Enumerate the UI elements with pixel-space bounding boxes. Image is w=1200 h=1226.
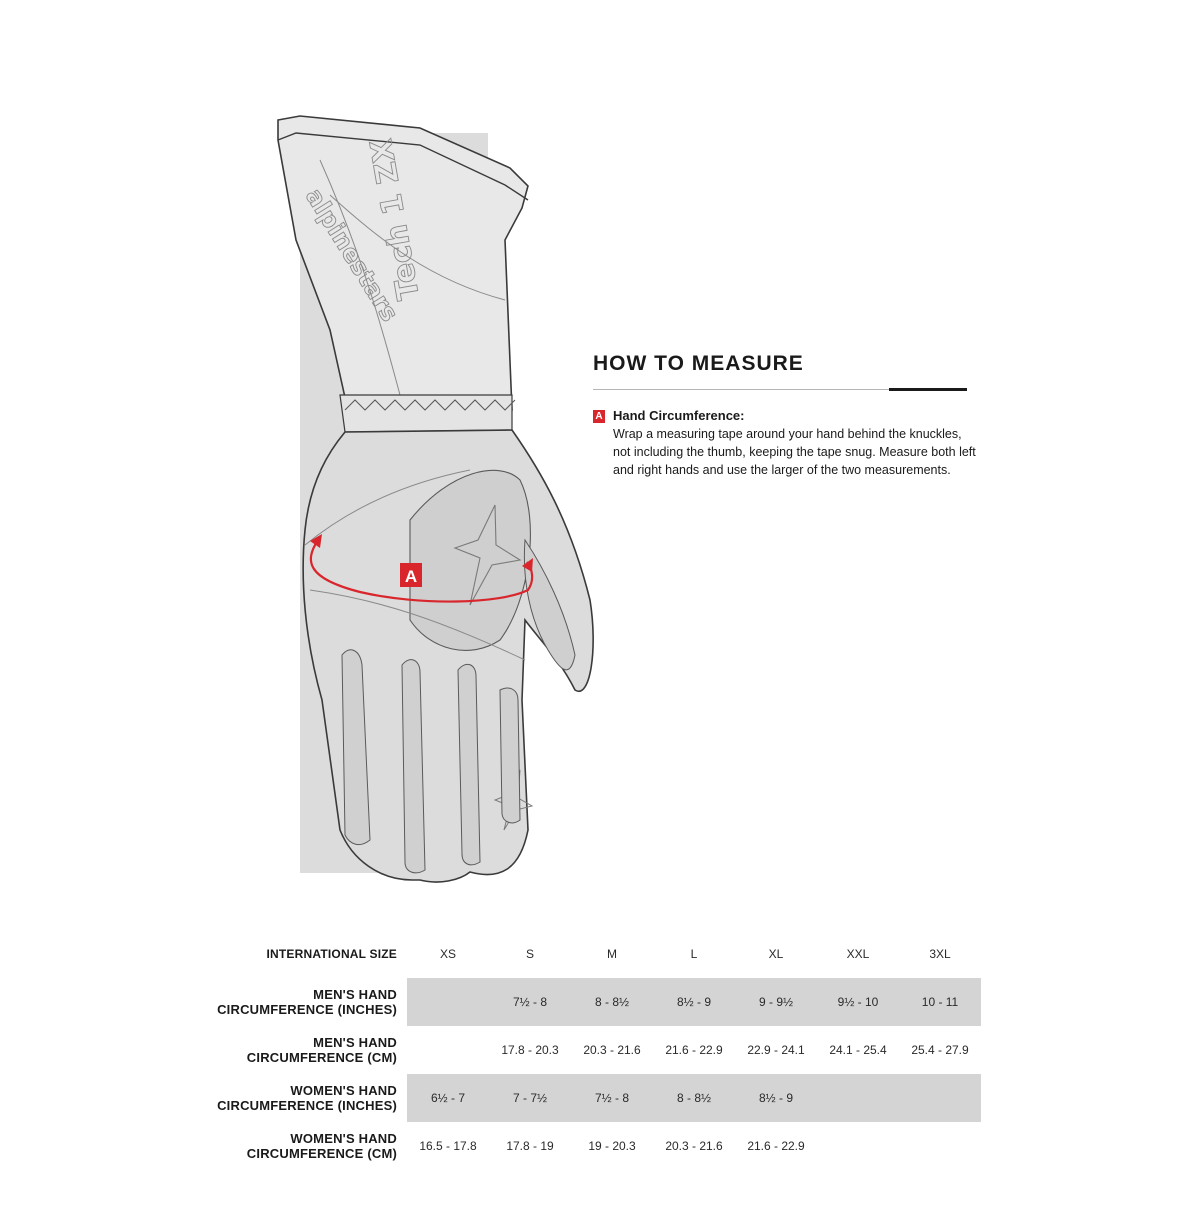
finger-3 — [457, 663, 481, 866]
measure-item-title: Hand Circumference: — [613, 408, 745, 423]
measure-tape-arrow-left — [310, 534, 322, 548]
table-cell: 19 - 20.3 — [588, 1139, 636, 1153]
table-cell — [899, 1074, 981, 1122]
table-cell: 6½ - 7 — [407, 1074, 489, 1122]
table-cell — [817, 1122, 899, 1170]
size-xs: XS — [439, 947, 456, 961]
table-cell: 8½ - 9 — [735, 1074, 817, 1122]
size-l: L — [690, 947, 698, 961]
measure-item-text: Wrap a measuring tape around your hand b… — [613, 427, 976, 477]
table-cell: 7½ - 8 — [489, 978, 571, 1026]
measure-badge: A — [593, 410, 605, 423]
table-cell: 17.8 - 19 — [506, 1139, 554, 1153]
cuff-stripe — [329, 194, 506, 301]
table-cell — [899, 1122, 981, 1170]
measure-tape-front — [309, 539, 534, 603]
table-cell: 10 - 11 — [899, 978, 981, 1026]
table-cell: 8 - 8½ — [571, 978, 653, 1026]
table-cell — [407, 1026, 489, 1074]
cuff-seam — [319, 159, 401, 396]
table-cell: 21.6 - 22.9 — [747, 1139, 805, 1153]
table-cell: 7 - 7½ — [489, 1074, 571, 1122]
size-xl: XL — [768, 947, 784, 961]
table-cell: 21.6 - 22.9 — [665, 1043, 723, 1057]
table-cell: 9 - 9½ — [735, 978, 817, 1026]
size-3xl: 3XL — [929, 947, 951, 961]
marker-a-box — [400, 563, 422, 587]
table-cell — [817, 1074, 899, 1122]
finger-2 — [401, 659, 426, 874]
marker-a-label: A — [405, 567, 417, 586]
size-chart-table: INTERNATIONAL SIZE XS S M L XL XXL 3XL M… — [200, 930, 981, 1170]
glove-cuff — [277, 115, 529, 421]
star-logo-icon — [453, 504, 522, 606]
row-label-line1: MEN'S HAND — [313, 987, 397, 1002]
header-label: INTERNATIONAL SIZE — [266, 946, 397, 961]
wrist-zigzag — [344, 399, 516, 411]
table-cell: 9½ - 10 — [817, 978, 899, 1026]
palm-seam-2 — [309, 589, 526, 661]
row-label-line1: MEN'S HAND — [313, 1035, 397, 1050]
table-cell: 7½ - 8 — [571, 1074, 653, 1122]
finger-1 — [341, 649, 371, 846]
row-label-line1: WOMEN'S HAND — [290, 1131, 397, 1146]
measure-tape-arrow-right — [522, 558, 533, 572]
wrist-band — [339, 394, 513, 433]
table-cell: 20.3 - 21.6 — [665, 1139, 723, 1153]
glove-illustration: alpinestars Tech 1 ZX A — [277, 115, 594, 883]
table-cell: 24.1 - 25.4 — [829, 1043, 887, 1057]
table-cell: 8 - 8½ — [653, 1074, 735, 1122]
row-label-line2: CIRCUMFERENCE (INCHES) — [217, 1098, 397, 1113]
title-underline — [593, 388, 967, 391]
row-label-line2: CIRCUMFERENCE (CM) — [246, 1050, 397, 1065]
thumb-panel — [523, 538, 576, 671]
table-cell: 25.4 - 27.9 — [911, 1043, 969, 1057]
size-m: M — [607, 947, 617, 961]
table-cell: 16.5 - 17.8 — [419, 1139, 477, 1153]
finger-4 — [499, 687, 521, 824]
row-label-line1: WOMEN'S HAND — [290, 1083, 397, 1098]
size-header-row: INTERNATIONAL SIZE XS S M L XL XXL 3XL — [200, 930, 981, 978]
how-to-measure-title: HOW TO MEASURE — [593, 352, 804, 375]
table-cell: 20.3 - 21.6 — [583, 1043, 641, 1057]
row-label-line2: CIRCUMFERENCE (CM) — [246, 1146, 397, 1161]
size-s: S — [525, 947, 534, 961]
table-cell — [407, 978, 489, 1026]
cuff-fold — [277, 132, 529, 201]
how-to-measure-section: HOW TO MEASURE A Hand Circumference: Wra… — [593, 352, 976, 477]
table-cell: 22.9 - 24.1 — [747, 1043, 805, 1057]
table-cell: 17.8 - 20.3 — [501, 1043, 559, 1057]
palm-seam — [304, 469, 471, 546]
size-xxl: XXL — [846, 947, 870, 961]
table-cell: 8½ - 9 — [653, 978, 735, 1026]
row-label-line2: CIRCUMFERENCE (INCHES) — [217, 1002, 397, 1017]
